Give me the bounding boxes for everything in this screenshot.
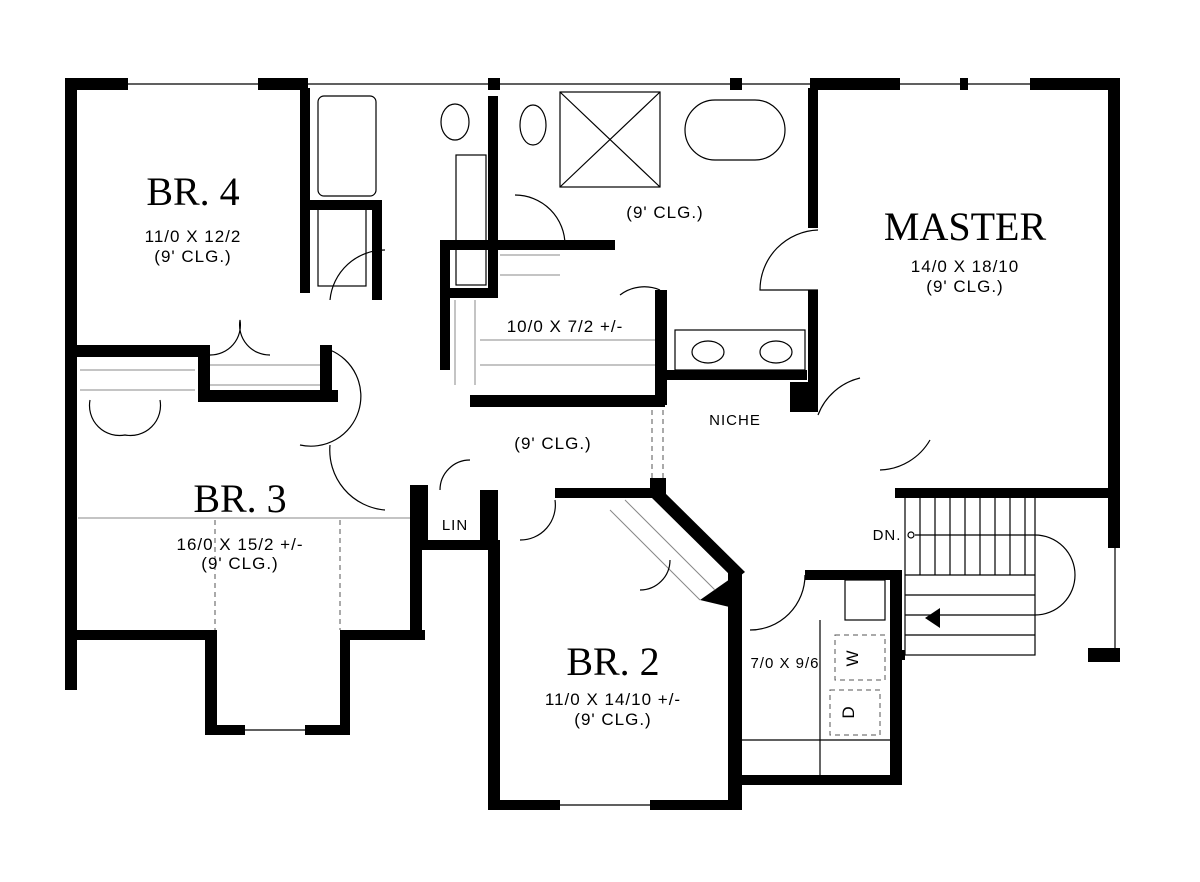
master-name: MASTER (884, 204, 1047, 249)
laundry-size: 7/0 X 9/6 (750, 655, 819, 672)
wall-segment (488, 800, 560, 810)
wall-segment (805, 570, 900, 580)
bathtub (317, 95, 377, 197)
wall-segment (1108, 488, 1120, 548)
wall-segment (65, 345, 210, 357)
master-size: 14/0 X 18/10 (911, 257, 1019, 276)
toilet (440, 103, 470, 141)
wall-segment (960, 78, 968, 90)
wall-segment (488, 78, 500, 90)
stair-treads (905, 495, 1035, 636)
linen-label: LIN (442, 517, 468, 534)
br2-ceiling: (9' CLG.) (574, 710, 651, 729)
wall-segment (65, 78, 77, 690)
laundry-sink (844, 579, 886, 621)
wall-segment (730, 78, 742, 90)
br2-size: 11/0 X 14/10 +/- (545, 690, 681, 709)
wall-segment (300, 88, 310, 293)
wall-segment (655, 290, 667, 405)
wall-segment (305, 725, 350, 735)
wall-segment (320, 345, 332, 400)
wall-segment (808, 88, 818, 228)
wall-segment (300, 200, 380, 210)
br3-ceiling: (9' CLG.) (201, 554, 278, 573)
freestanding-tub (684, 99, 786, 161)
closet-rods (80, 254, 716, 601)
bathroom-fixtures (317, 91, 806, 371)
wall-segment (258, 78, 308, 90)
dryer-label: D (839, 705, 858, 718)
shower-cross (559, 91, 661, 188)
laundry-counter (740, 620, 890, 775)
br3-size: 16/0 X 15/2 +/- (177, 535, 304, 554)
stair-landing (915, 534, 1076, 616)
wall-segment (65, 630, 215, 640)
wall-segment (790, 382, 818, 412)
washer-label: W (843, 649, 862, 666)
sink (691, 340, 725, 364)
master-ceiling: (9' CLG.) (926, 277, 1003, 296)
wall-segment (480, 490, 498, 550)
br2-name: BR. 2 (566, 639, 659, 684)
down-arrow-icon (925, 608, 940, 628)
wall-segment (555, 488, 660, 498)
wall-segment (895, 650, 905, 660)
wall-segment (205, 725, 245, 735)
wall-segment (667, 370, 807, 380)
hall-ceiling: (9' CLG.) (514, 434, 591, 453)
stairs (904, 494, 1076, 656)
br4-ceiling: (9' CLG.) (154, 247, 231, 266)
wall-segment (895, 488, 1120, 498)
wall-segment (470, 395, 665, 407)
vanity (317, 207, 367, 287)
wall-segment (650, 478, 666, 498)
wall-segment (440, 288, 498, 298)
wall-segment (890, 570, 902, 785)
wall-segment (1030, 78, 1120, 90)
double-vanity (455, 154, 487, 286)
wall-segment (198, 390, 338, 402)
closet-size: 10/0 X 7/2 +/- (507, 317, 624, 336)
laundry-fixtures (740, 579, 890, 775)
shower (559, 91, 661, 188)
wall-segment (205, 630, 217, 735)
wall-segment (488, 96, 498, 296)
washer (834, 634, 886, 681)
labels: BR. 4 11/0 X 12/2 (9' CLG.) MASTER 14/0 … (145, 169, 1047, 729)
wall-segment (198, 345, 210, 400)
wall-segment (565, 240, 615, 250)
wall-segment (810, 78, 900, 90)
wall-segment (1088, 648, 1120, 662)
master-vanity (674, 329, 806, 371)
sink (759, 340, 793, 364)
angled-wall (652, 488, 745, 580)
wall-segment (740, 775, 902, 785)
wall-segment (340, 630, 350, 735)
stairs-down-label: DN. (873, 527, 902, 544)
master-bath-ceiling: (9' CLG.) (626, 203, 703, 222)
wall-segment (1108, 78, 1120, 496)
wall-segment (728, 572, 742, 810)
door-swings (88, 194, 931, 631)
wall-segment (418, 485, 428, 550)
wall-segment (808, 290, 818, 412)
wall-segment (440, 240, 450, 370)
master-toilet (519, 104, 547, 146)
niche-label: NICHE (709, 412, 761, 429)
wall-segment (418, 540, 498, 550)
wall-segment (340, 630, 425, 640)
wall-segment (440, 240, 570, 250)
br4-name: BR. 4 (146, 169, 239, 214)
wall-segment (488, 540, 500, 810)
br4-size: 11/0 X 12/2 (145, 227, 242, 246)
stair-marker (907, 531, 915, 539)
wall-segment (65, 78, 128, 90)
dryer (829, 689, 881, 736)
br3-name: BR. 3 (193, 476, 286, 521)
wall-segment (650, 800, 740, 810)
